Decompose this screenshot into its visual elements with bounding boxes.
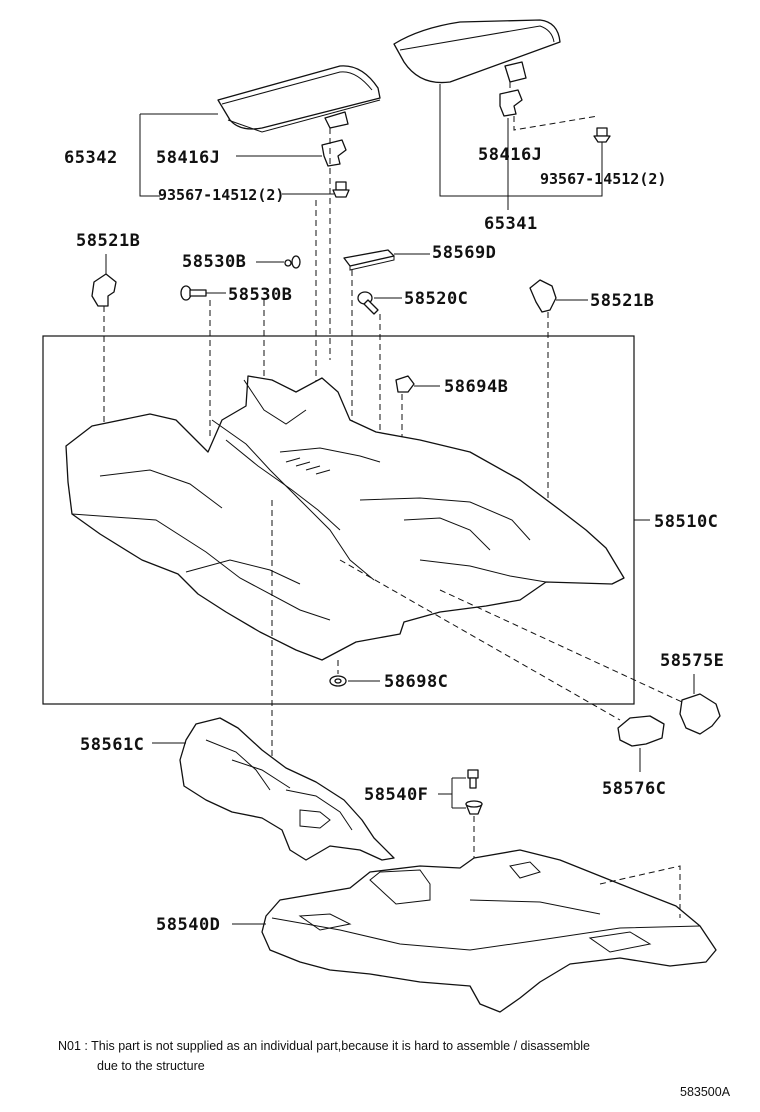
grommet-58530B-bottom (180, 285, 207, 301)
footnote-line-1: N01 : This part is not supplied as an in… (58, 1039, 590, 1053)
label-58576C: 58576C (602, 779, 666, 799)
label-58416J-left: 58416J (156, 148, 220, 168)
grommet-58530B-top (284, 255, 301, 269)
label-65342: 65342 (64, 148, 118, 168)
label-93567-right: 93567-14512(2) (540, 170, 666, 188)
pad-58576C (617, 715, 665, 747)
label-58540F: 58540F (364, 785, 428, 805)
label-58530B-bottom: 58530B (228, 285, 292, 305)
label-58510C: 58510C (654, 512, 718, 532)
fastener-58694B (395, 375, 415, 393)
clip-58521B-right (529, 279, 557, 313)
label-58521B-right: 58521B (590, 291, 654, 311)
label-58540D: 58540D (156, 915, 220, 935)
floor-carpet-58510C (65, 375, 625, 661)
label-93567-left: 93567-14512(2) (158, 186, 284, 204)
clip-58540F (465, 769, 483, 815)
label-58520C: 58520C (404, 289, 468, 309)
screw-93567-left (332, 181, 350, 198)
diagram-code: 583500A (680, 1085, 731, 1099)
label-58694B: 58694B (444, 377, 508, 397)
label-58575E: 58575E (660, 651, 724, 671)
label-58521B-left: 58521B (76, 231, 140, 251)
console-carpet-58561C (179, 717, 395, 861)
footnote-line-2: due to the structure (97, 1059, 205, 1073)
label-58561C: 58561C (80, 735, 144, 755)
pad-58575E (679, 693, 721, 735)
cover-58569D (343, 249, 395, 271)
clip-58520C (357, 291, 379, 315)
clip-58416J-left (321, 139, 347, 167)
floor-board-right (393, 19, 561, 84)
label-65341: 65341 (484, 214, 538, 234)
label-58698C: 58698C (384, 672, 448, 692)
under-cover-58540D (261, 849, 717, 1013)
clip-58416J-right (499, 89, 523, 117)
floor-board-left (217, 65, 381, 133)
fastener-58698C (329, 675, 347, 687)
label-58416J-right: 58416J (478, 145, 542, 165)
label-58569D: 58569D (432, 243, 496, 263)
clip-58521B-left (91, 273, 117, 307)
label-58530B-top: 58530B (182, 252, 246, 272)
screw-93567-right (593, 127, 611, 143)
